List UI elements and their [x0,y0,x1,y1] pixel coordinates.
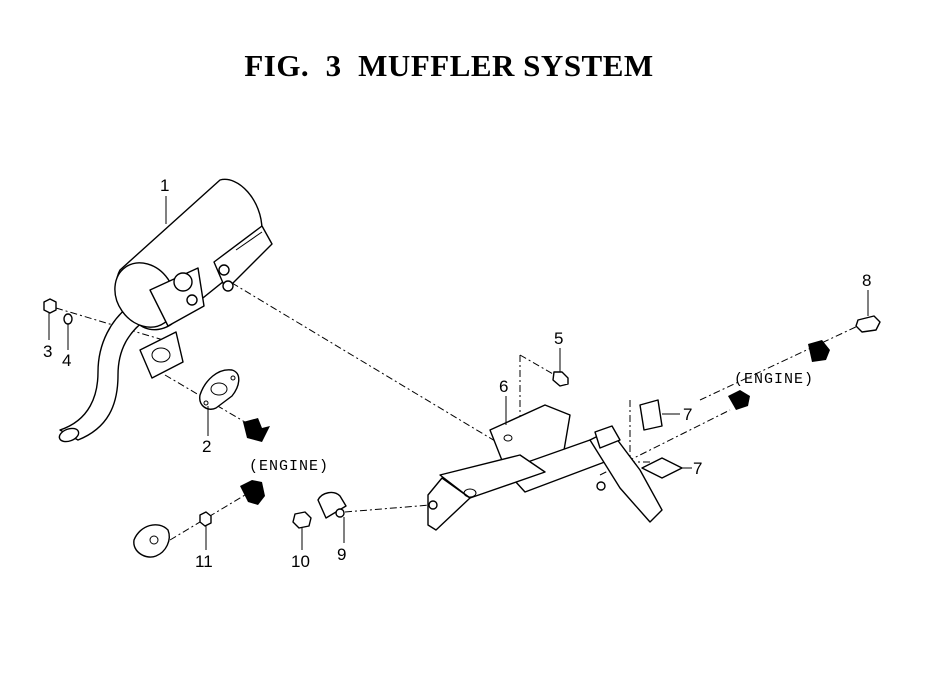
callout-4: 4 [62,351,71,370]
leader-lines [48,196,869,550]
nut-part-11 [199,511,212,527]
figure-title: FIG. 3 MUFFLER SYSTEM [244,48,654,83]
gasket-part [199,369,240,410]
callout-3: 3 [43,342,52,361]
engine-arrow-right-lower [728,390,750,410]
engine-arrow-right-upper [808,340,830,362]
bolt-part-5 [552,371,569,387]
engine-arrow-left [243,418,270,442]
callout-8: 8 [862,271,871,290]
pad-part-7a [639,399,663,431]
bracket-part-6 [427,404,663,531]
pad-part-7b [641,457,683,479]
stay-plate [133,524,170,558]
engine-arrow-center [240,480,265,505]
callout-7b: 7 [693,459,702,478]
engine-label-left: (ENGINE) [249,458,329,475]
muffler-part [58,178,273,443]
callout-2: 2 [202,437,211,456]
callout-10: 10 [291,552,310,571]
callout-11: 11 [195,552,213,571]
nut-part-3 [43,298,57,314]
clamp-part-9 [317,491,347,519]
engine-label-right: (ENGINE) [734,371,814,388]
nut-part-10 [292,511,312,529]
washer-part-4 [63,313,73,325]
callout-9: 9 [337,545,346,564]
callout-1: 1 [160,176,169,195]
bolt-part-8 [855,315,881,333]
callout-7a: 7 [683,405,692,424]
callout-6: 6 [499,377,508,396]
callout-5: 5 [554,329,563,348]
